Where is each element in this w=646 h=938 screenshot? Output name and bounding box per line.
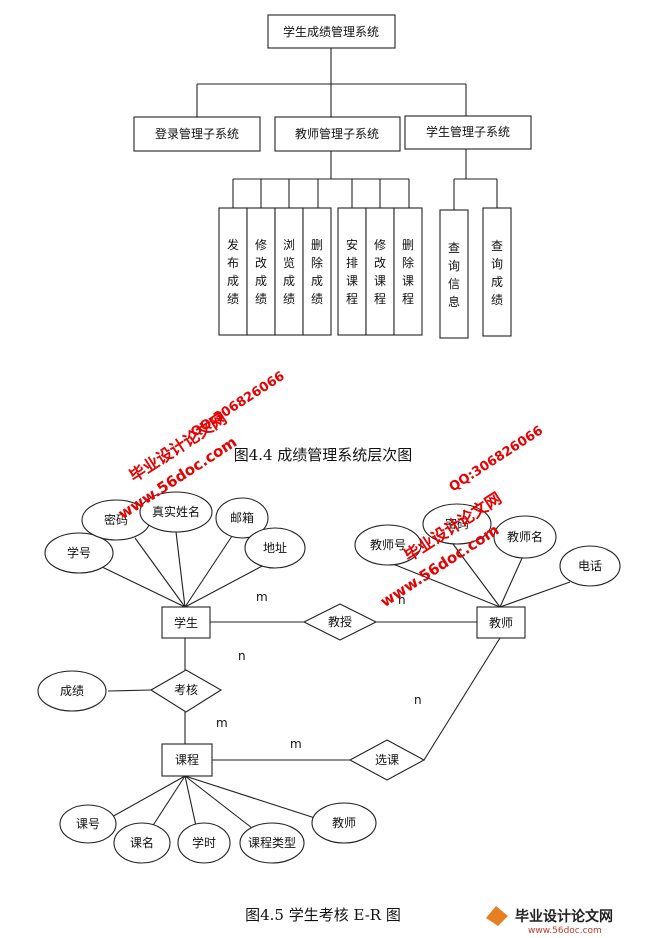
relation-exam: 考核 (149, 669, 223, 713)
card-student-teach: m (256, 590, 268, 604)
hierarchy-connectors (196, 48, 498, 210)
attr-exam-grade: 成绩 (60, 684, 84, 698)
attr-teacher-pwd: 密码 (445, 516, 469, 531)
card-teacher-select: n (414, 693, 422, 707)
func-modify-course: 修改课程 (374, 237, 386, 306)
attr-student-name: 真实姓名 (152, 504, 200, 519)
attr-course-type: 课程类型 (248, 835, 296, 850)
student-attributes: 学号 密码 真实姓名 邮箱 地址 (44, 491, 306, 574)
subsystem-teacher: 教师管理子系统 (274, 116, 401, 152)
logo-url: www.56doc.com (528, 926, 602, 936)
entity-student-label: 学生 (174, 615, 198, 630)
func-publish-grades: 发布成绩 (227, 237, 239, 306)
logo-site: 毕业设计论文网 (515, 908, 613, 925)
entity-student: 学生 (161, 606, 211, 639)
attr-student-mail: 邮箱 (230, 510, 254, 525)
attr-course-id: 课号 (76, 817, 100, 831)
attr-student-addr: 地址 (263, 541, 287, 555)
attr-student-pwd: 密码 (104, 512, 128, 527)
relation-exam-label: 考核 (174, 683, 198, 697)
func-browse-grades: 浏览成绩 (283, 238, 295, 306)
attr-teacher-name: 教师名 (507, 529, 543, 544)
entity-teacher-label: 教师 (489, 615, 513, 630)
subsystem-teacher-label: 教师管理子系统 (295, 126, 379, 141)
er-connectors (97, 531, 571, 831)
cardinalities: m n n m m n (216, 590, 422, 751)
root-label: 学生成绩管理系统 (283, 24, 379, 39)
logo-mark-icon (486, 906, 508, 926)
subsystem-login-label: 登录管理子系统 (155, 126, 239, 141)
card-course-exam: m (216, 716, 228, 730)
func-delete-grades: 删除成绩 (311, 238, 323, 306)
teacher-attributes: 教师号 密码 教师名 电话 (354, 503, 621, 587)
attr-course-hours: 学时 (192, 835, 216, 850)
relation-teach-label: 教授 (328, 614, 352, 629)
relation-select-label: 选课 (375, 753, 399, 767)
root-node: 学生成绩管理系统 (267, 14, 396, 49)
card-student-exam: n (238, 649, 246, 663)
teacher-functions: 发布成绩 修改成绩 浏览成绩 删除成绩 安排课程 修改课程 删除课程 (218, 207, 423, 336)
attr-teacher-phone: 电话 (578, 559, 602, 573)
site-logo: 毕业设计论文网 www.56doc.com (486, 906, 613, 936)
relation-select: 选课 (348, 739, 426, 781)
func-delete-course: 删除课程 (402, 238, 414, 306)
func-modify-grades: 修改成绩 (255, 237, 267, 306)
entity-course-label: 课程 (175, 752, 199, 767)
attr-course-name: 课名 (130, 835, 154, 850)
course-attributes: 课号 课名 学时 课程类型 教师 (59, 802, 377, 864)
attr-teacher-id: 教师号 (370, 537, 406, 552)
entity-course: 课程 (161, 743, 213, 777)
attr-student-id: 学号 (67, 545, 91, 560)
func-arrange-course: 安排课程 (346, 237, 358, 306)
card-course-select: m (290, 737, 302, 751)
func-query-info: 查询信息 (448, 241, 460, 309)
exam-attribute: 成绩 (37, 670, 107, 712)
card-teacher-teach: n (398, 593, 406, 607)
attr-course-teacher: 教师 (332, 815, 356, 830)
student-functions: 查询信息 查询成绩 (439, 207, 512, 339)
subsystem-login: 登录管理子系统 (133, 116, 261, 152)
er-caption: 图4.5 学生考核 E-R 图 (245, 906, 401, 924)
func-query-grades: 查询成绩 (491, 239, 503, 307)
watermark-qq: QQ:306826066 (188, 369, 287, 441)
subsystem-student-label: 学生管理子系统 (426, 124, 510, 139)
entity-teacher: 教师 (476, 606, 526, 639)
subsystem-student: 学生管理子系统 (404, 115, 532, 150)
hierarchy-caption: 图4.4 成绩管理系统层次图 (234, 446, 413, 464)
relation-teach: 教授 (302, 603, 378, 641)
watermark-qq-2: QQ:306826066 (447, 423, 546, 495)
